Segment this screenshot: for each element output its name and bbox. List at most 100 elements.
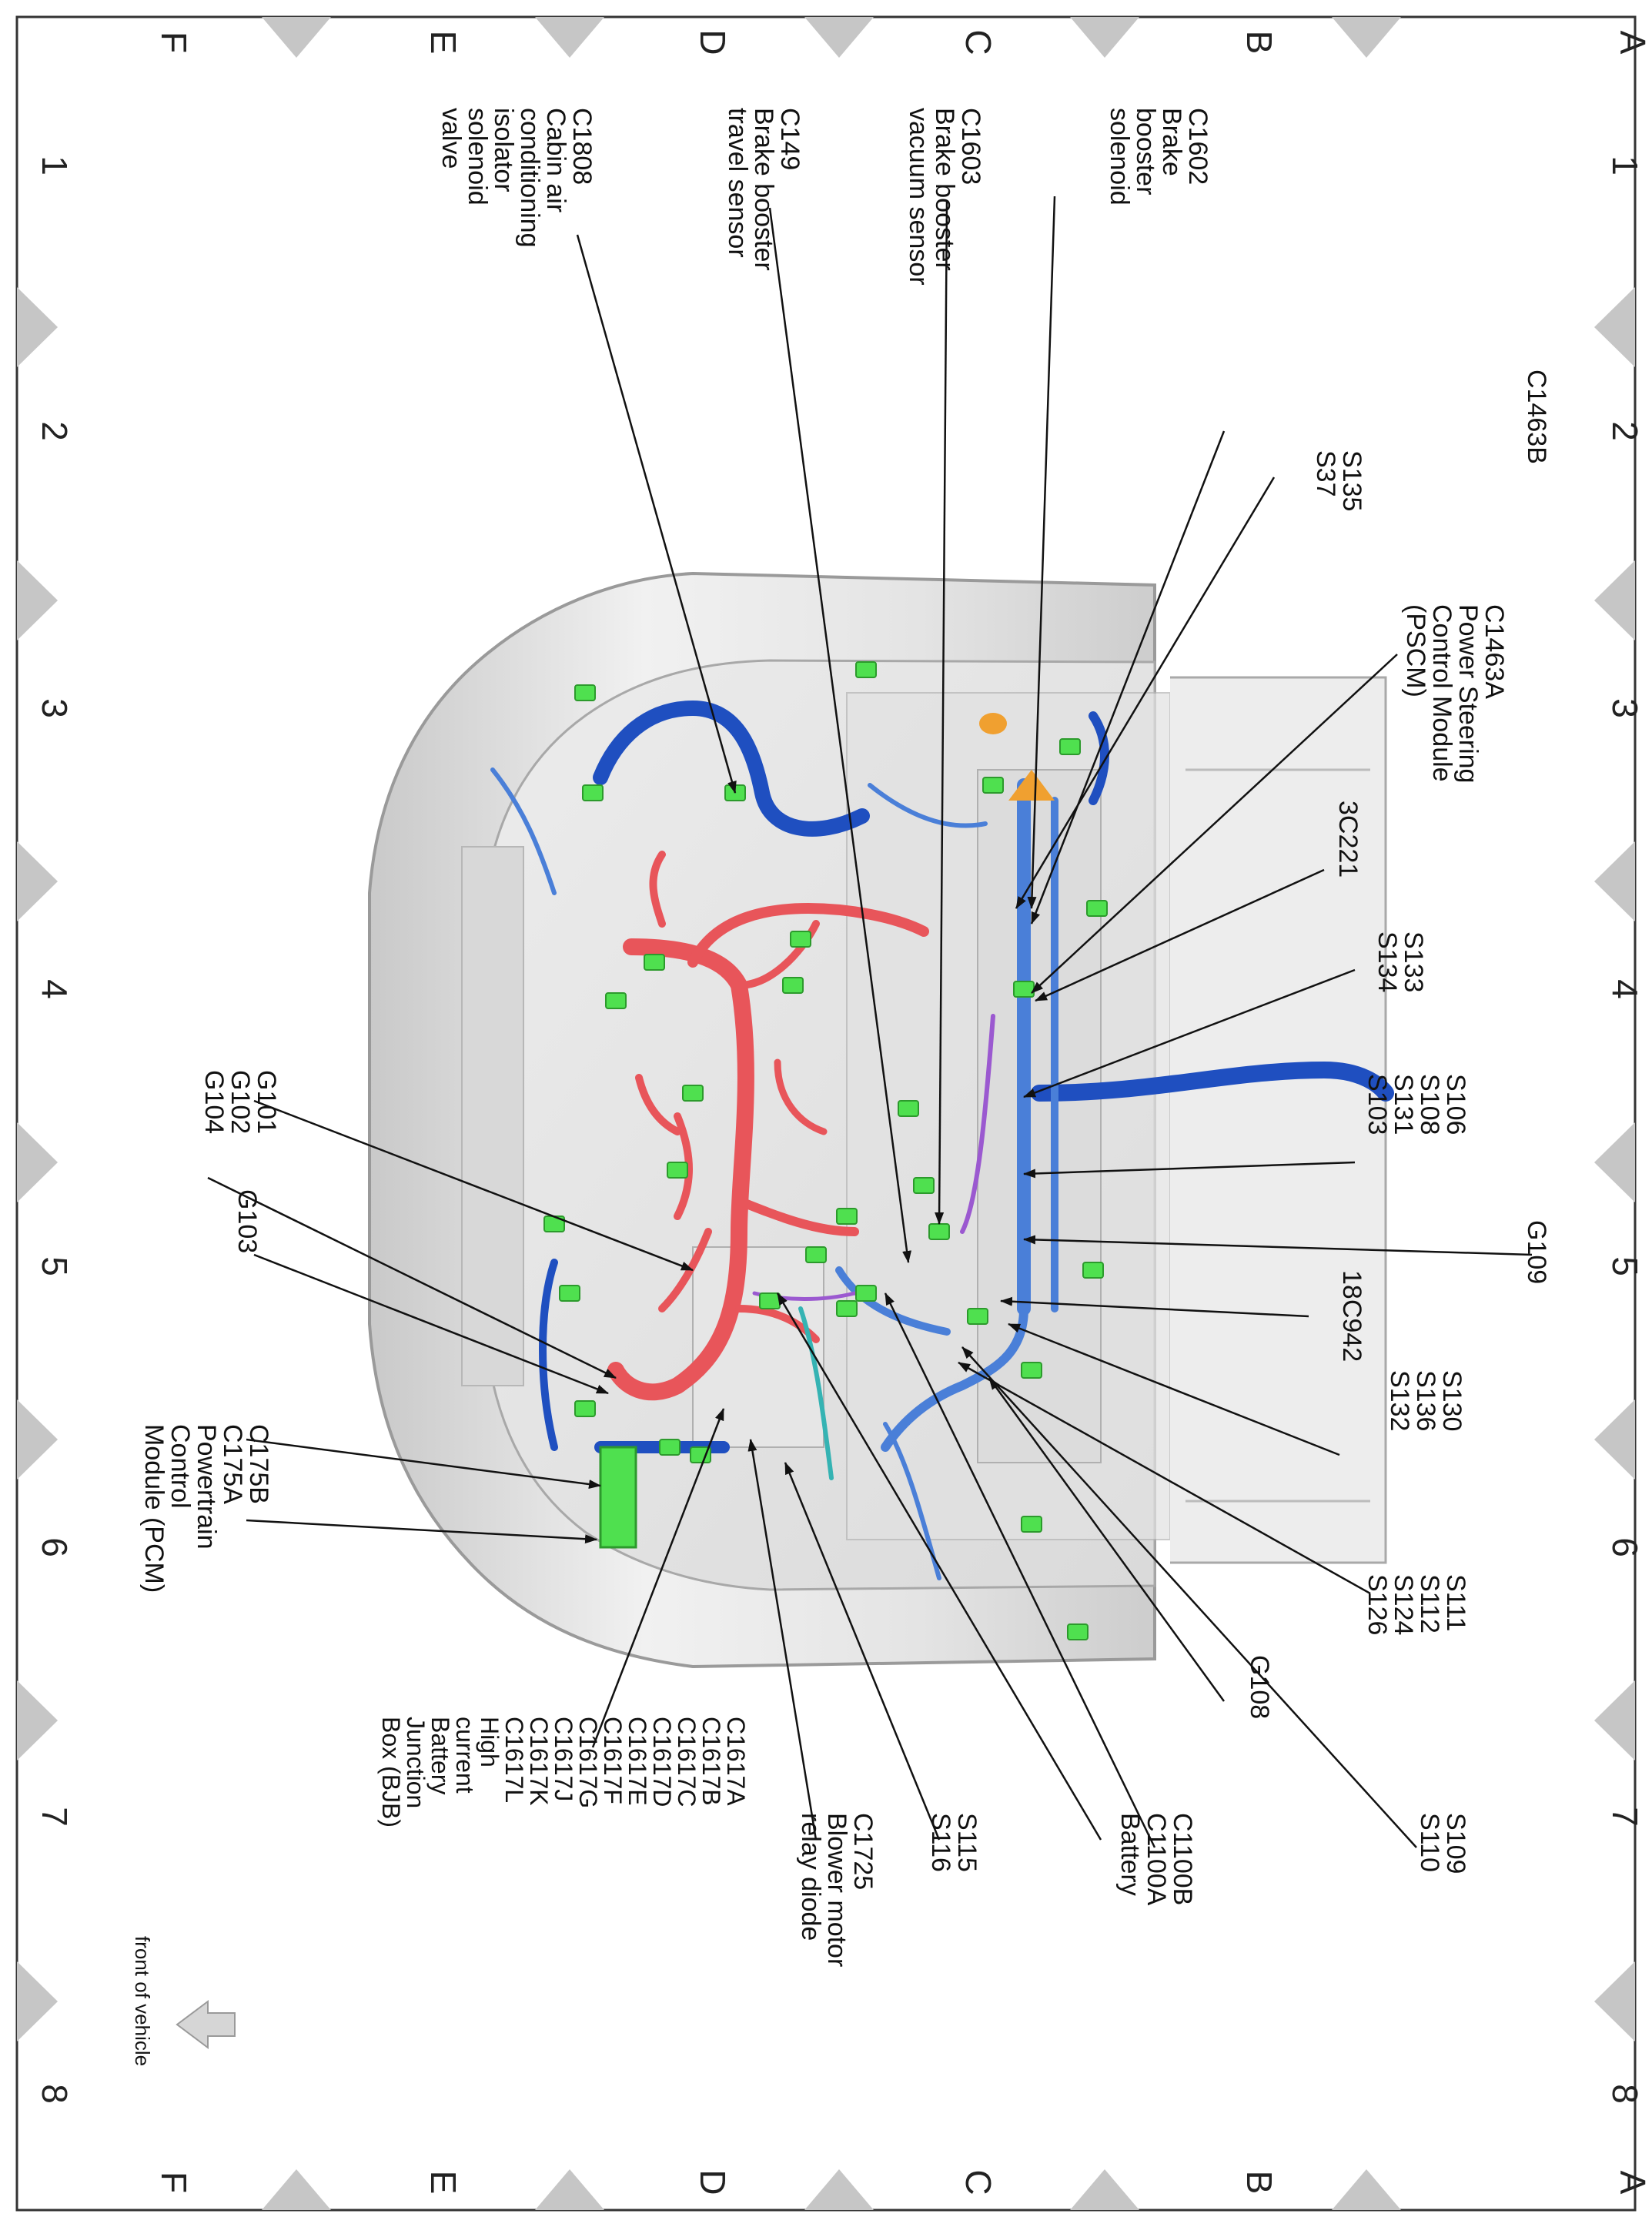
leader-lines — [207, 196, 1533, 1848]
grid-row-label-f-bottom: F — [154, 2172, 194, 2193]
callout-s111: S111S112S124S126 — [1363, 1574, 1470, 1635]
callout-s111-line: S111 — [1441, 1574, 1470, 1631]
callout-c1725-line: C1725 — [848, 1813, 878, 1890]
callout-g103-line: G103 — [232, 1189, 262, 1253]
connector — [667, 1162, 688, 1179]
connector — [836, 1300, 858, 1317]
grid-marker-top-2 — [804, 17, 874, 58]
callout-c1808-line: conditioning — [515, 108, 544, 247]
callout-c1617-line: C1617D — [648, 1717, 676, 1807]
callout-c1602: C1602Brakeboostersolenoid — [1105, 108, 1212, 206]
connector — [967, 1308, 988, 1325]
connector — [559, 1285, 580, 1302]
grid-marker-left-4 — [17, 1399, 58, 1480]
callout-s130-line: S130 — [1437, 1370, 1466, 1431]
grid-marker-right-2 — [1594, 841, 1635, 921]
connector — [574, 1400, 596, 1417]
callout-c175: C175BC175APowertrainControlModule (PCM) — [139, 1424, 273, 1593]
grid-column-label-7-left: 7 — [35, 1807, 75, 1827]
connector — [644, 954, 665, 971]
grid-column-label-8-left: 8 — [35, 2084, 75, 2104]
callout-c1603-line: C1603 — [956, 108, 985, 185]
callout-g108-line: G108 — [1245, 1655, 1274, 1719]
callout-c1617-line: C1617E — [624, 1717, 651, 1806]
callout-g108: G108 — [1245, 1655, 1274, 1719]
callout-c1602-line: booster — [1131, 108, 1160, 195]
callout-c175-line: C175A — [218, 1424, 247, 1504]
callout-g101: G101G102G104 — [199, 1070, 281, 1134]
callout-g109: G109 — [1522, 1220, 1551, 1284]
grid-marker-bottom-0 — [262, 2169, 331, 2210]
grid-column-label-6-left: 6 — [35, 1537, 75, 1557]
callout-s106-line: S106 — [1441, 1074, 1470, 1135]
callout-s115-line: S116 — [926, 1813, 955, 1872]
grid-marker-top-4 — [1332, 17, 1401, 58]
grid-marker-right-0 — [1594, 287, 1635, 367]
connector — [805, 1246, 827, 1263]
callout-c1808-line: solenoid — [463, 108, 492, 206]
connector — [898, 1100, 919, 1117]
grid-row-label-c-bottom: C — [958, 2169, 998, 2195]
callout-s109-line: S110 — [1415, 1813, 1444, 1872]
callout-c175-line: Control — [166, 1424, 195, 1509]
callout-g101-line: G102 — [226, 1070, 255, 1134]
grid-column-label-6-right: 6 — [1605, 1537, 1645, 1557]
connector — [913, 1177, 935, 1194]
grid-row-label-b-top: B — [1239, 31, 1279, 55]
callout-c1617-line: current — [451, 1717, 479, 1794]
grid-marker-top-3 — [1070, 17, 1139, 58]
callout-c1617-line: C1617K — [525, 1717, 553, 1806]
front-of-vehicle-label: front of vehicle — [131, 1936, 154, 2066]
connector — [855, 1285, 877, 1302]
grid-row-label-c-top: C — [958, 29, 998, 55]
pcm-module — [599, 1446, 637, 1549]
callout-s115: S115S116 — [926, 1813, 982, 1872]
connector — [855, 661, 877, 678]
callout-g109-line: G109 — [1522, 1220, 1551, 1284]
callout-s111-line: S126 — [1363, 1574, 1392, 1635]
arrow-icon — [176, 2000, 236, 2049]
callout-s111-line: S124 — [1389, 1574, 1418, 1635]
callout-c1603-line: Brake booster — [930, 108, 959, 271]
grid-marker-top-0 — [262, 17, 331, 58]
grid-column-label-1-left: 1 — [35, 155, 75, 176]
callout-c149-line: C149 — [775, 108, 804, 170]
callout-c18c942: 18C942 — [1337, 1270, 1366, 1362]
callout-s133-line: S133 — [1399, 931, 1428, 992]
grid-marker-left-6 — [17, 1961, 58, 2041]
connector — [1086, 900, 1108, 917]
callout-s130: S130S136S132 — [1385, 1370, 1466, 1431]
callout-c1463a-line: Power Steering — [1453, 604, 1483, 783]
callout-c3c221-line: 3C221 — [1333, 801, 1363, 878]
grid-marker-right-3 — [1594, 1122, 1635, 1202]
callout-c1808: C1808Cabin airconditioningisolatorsoleno… — [436, 108, 597, 247]
callout-c1617-line: C1617A — [722, 1717, 750, 1806]
grid-column-label-2-right: 2 — [1605, 421, 1645, 441]
grid-column-label-4-left: 4 — [35, 979, 75, 999]
callout-c1100b: C1100BC1100ABattery — [1115, 1813, 1197, 1906]
callout-c1617-line: Box (BJB) — [377, 1717, 405, 1827]
callout-g101-line: G101 — [252, 1070, 281, 1134]
callout-s109-line: S109 — [1441, 1813, 1470, 1874]
grid-marker-right-5 — [1594, 1680, 1635, 1761]
callout-s115-line: S115 — [952, 1813, 982, 1872]
callout-c1617-line: High — [476, 1717, 503, 1767]
connector — [605, 992, 627, 1009]
callout-c1463a-line: Control Module — [1427, 604, 1456, 782]
connector — [836, 1208, 858, 1225]
callout-c175-line: Powertrain — [192, 1424, 221, 1550]
callout-c1617-line: C1617F — [599, 1717, 627, 1804]
callout-g103: G103 — [232, 1189, 262, 1253]
callout-s106-line: S103 — [1363, 1074, 1392, 1135]
callout-c1725-line: relay diode — [796, 1813, 825, 1941]
grid-row-label-f-top: F — [154, 32, 194, 53]
callout-c149-line: Brake booster — [749, 108, 778, 271]
callout-c1463b: C1463B — [1522, 369, 1551, 464]
callout-c1463a-line: C1463A — [1480, 604, 1509, 699]
callout-c1808-line: valve — [436, 108, 466, 169]
grid-markers — [17, 17, 1635, 2210]
connector — [1067, 1623, 1089, 1640]
callout-c1725: C1725Blower motorrelay diode — [796, 1813, 878, 1967]
grid-marker-left-1 — [17, 560, 58, 640]
